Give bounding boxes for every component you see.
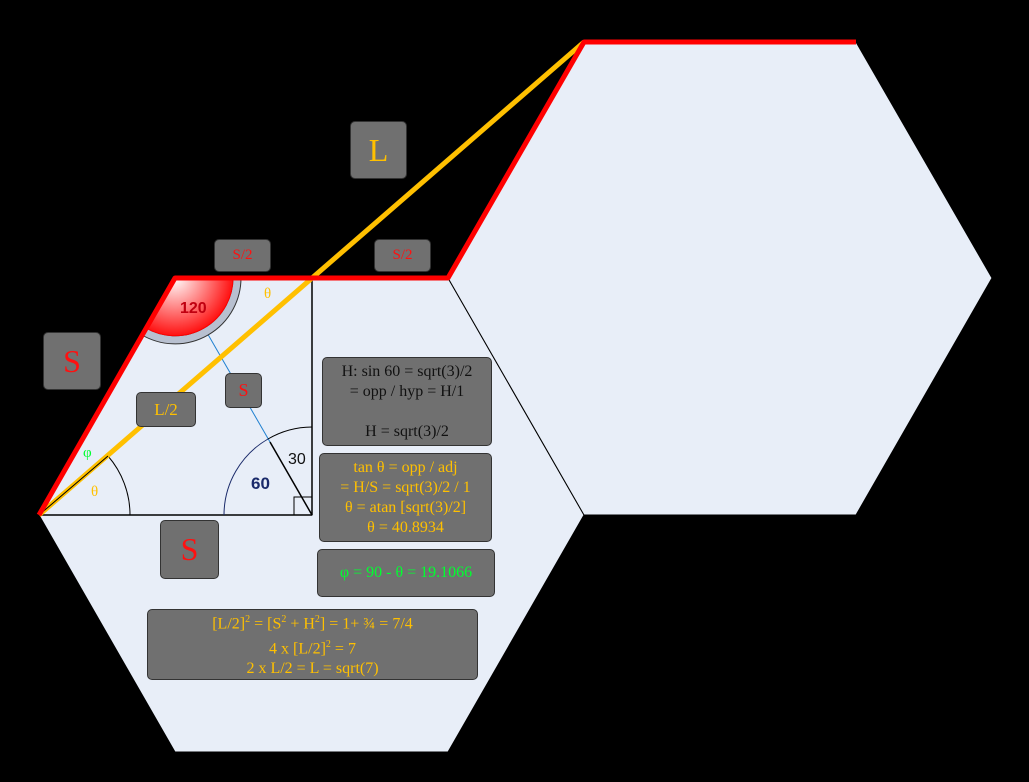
red-path bbox=[36, 39, 856, 517]
tan-line-2: = H/S = sqrt(3)/2 / 1 bbox=[340, 478, 471, 496]
arc-60 bbox=[223, 438, 269, 516]
phi-marker-line bbox=[38, 455, 109, 516]
s-line-black bbox=[269, 441, 313, 516]
label-s-inner: S bbox=[225, 373, 262, 408]
arc-theta bbox=[107, 455, 131, 516]
label-text: L/2 bbox=[154, 399, 178, 419]
label-text: S/2 bbox=[392, 247, 413, 263]
label-text: S bbox=[238, 380, 249, 400]
tan-line-4: θ = 40.8934 bbox=[367, 518, 444, 536]
angle-60: 60 bbox=[251, 474, 270, 493]
right-angle-marker bbox=[293, 496, 313, 516]
angle-theta-top: θ bbox=[264, 286, 272, 302]
label-L: L bbox=[350, 121, 407, 179]
h-line-1: H: sin 60 = sqrt(3)/2 bbox=[341, 362, 473, 380]
label-l-half: L/2 bbox=[136, 392, 196, 427]
label-text: S bbox=[63, 342, 81, 379]
label-text: S/2 bbox=[232, 247, 253, 263]
label-s-half-right: S/2 bbox=[374, 239, 431, 272]
label-s-half-left: S/2 bbox=[214, 239, 271, 272]
l-line-2: 4 x [L/2]2 = 7 bbox=[269, 638, 356, 657]
angle-120: 120 bbox=[180, 300, 207, 317]
phi-line: φ = 90 - θ = 19.1066 bbox=[339, 564, 473, 581]
l-line-3: 2 x L/2 = L = sqrt(7) bbox=[246, 659, 379, 677]
h-derivation-box: H: sin 60 = sqrt(3)/2 = opp / hyp = H/1 … bbox=[322, 357, 492, 446]
h-line-2: = opp / hyp = H/1 bbox=[349, 382, 465, 400]
theta-derivation-box: tan θ = opp / adj = H/S = sqrt(3)/2 / 1 … bbox=[319, 453, 492, 542]
h-line-4: H = sqrt(3)/2 bbox=[365, 422, 449, 440]
arc-30 bbox=[267, 426, 313, 440]
angle-theta-left: θ bbox=[91, 484, 99, 500]
label-s-bottom: S bbox=[160, 520, 219, 579]
l-derivation-box: [L/2]2 = [S2 + H2] = 1+ ¾ = 7/4 4 x [L/2… bbox=[147, 609, 478, 680]
angle-phi: φ bbox=[83, 445, 92, 461]
tan-line-1: tan θ = opp / adj bbox=[353, 458, 458, 476]
tan-line-3: θ = atan [sqrt(3)/2] bbox=[344, 498, 467, 516]
phi-box: φ = 90 - θ = 19.1066 bbox=[317, 549, 495, 597]
label-L-text: L bbox=[368, 131, 389, 168]
l-line-1: [L/2]2 = [S2 + H2] = 1+ ¾ = 7/4 bbox=[212, 614, 413, 633]
label-text: S bbox=[180, 531, 199, 567]
angle-30: 30 bbox=[288, 451, 306, 468]
label-s-left: S bbox=[43, 332, 101, 390]
